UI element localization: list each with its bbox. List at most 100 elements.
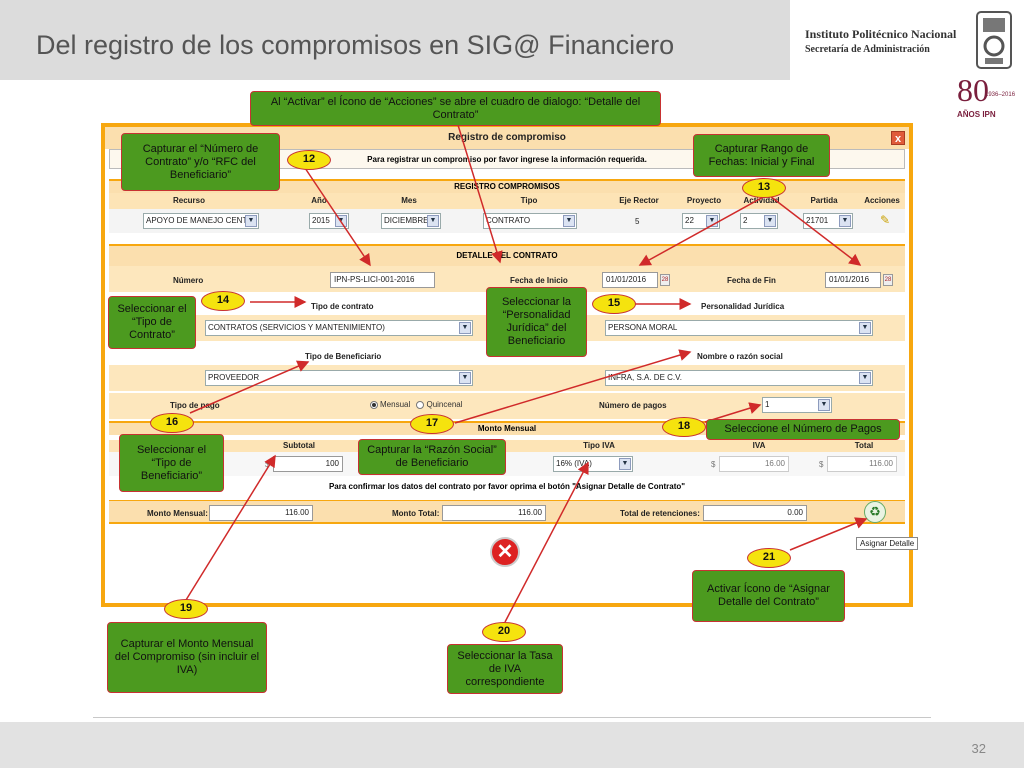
- institute-name: Instituto Politécnico Nacional Secretarí…: [805, 27, 956, 55]
- monto-mensual-input: 116.00: [209, 505, 313, 521]
- tipo-beneficiario-value: PROVEEDOR: [208, 373, 260, 382]
- razon-social-label: Nombre o razón social: [697, 352, 783, 361]
- col-total: Total: [854, 441, 874, 450]
- tipo-select[interactable]: CONTRATO ▼: [483, 213, 577, 229]
- anniversary-number: 80: [957, 72, 989, 108]
- assign-tooltip: Asignar Detalle: [856, 537, 919, 550]
- step-number-12: 12: [287, 150, 331, 170]
- step-number-14: 14: [201, 291, 245, 311]
- partida-value: 21701: [806, 216, 829, 225]
- callout-16: Seleccionar el “Tipo de Beneficiario”: [119, 434, 224, 492]
- tipo-value: CONTRATO: [486, 216, 531, 225]
- radio-mensual[interactable]: [370, 400, 378, 409]
- retenciones-input: 0.00: [703, 505, 807, 521]
- tipo-contrato-value: CONTRATOS (SERVICIOS Y MANTENIMIENTO): [208, 323, 385, 332]
- proyecto-select[interactable]: 22▼: [682, 213, 720, 229]
- tipo-beneficiario-select[interactable]: PROVEEDOR ▼: [205, 370, 473, 386]
- callout-18: Seleccione el Número de Pagos: [706, 419, 900, 440]
- personalidad-select[interactable]: PERSONA MORAL▼: [605, 320, 873, 336]
- step-number-18: 18: [662, 417, 706, 437]
- radio-mensual-label: Mensual: [380, 400, 411, 409]
- mes-select[interactable]: DICIEMBRE▼: [381, 213, 441, 229]
- footer: [0, 722, 1024, 768]
- personalidad-label: Personalidad Jurídica: [701, 302, 785, 311]
- fecha-inicio-input[interactable]: 01/01/2016: [602, 272, 658, 288]
- step-number-17: 17: [410, 414, 454, 434]
- callout-19: Capturar el Monto Mensual del Compromiso…: [107, 622, 267, 693]
- partida-select[interactable]: 21701▼: [803, 213, 853, 229]
- tipo-contrato-select[interactable]: CONTRATOS (SERVICIOS Y MANTENIMIENTO) ▼: [205, 320, 473, 336]
- anio-value: 2015: [312, 216, 330, 225]
- radio-quincenal-label: Quincenal: [426, 400, 463, 409]
- radio-quincenal[interactable]: [416, 400, 425, 409]
- callout-15: Seleccionar la “Personalidad Jurídica” d…: [486, 287, 587, 357]
- anniversary-label: AÑOS IPN: [957, 110, 996, 119]
- callout-top: Al “Activar” el Ícono de “Acciones” se a…: [250, 91, 661, 126]
- callout-20: Seleccionar la Tasa de IVA correspondien…: [447, 644, 563, 694]
- tipo-beneficiario-label: Tipo de Beneficiario: [305, 352, 382, 361]
- actividad-select[interactable]: 2▼: [740, 213, 778, 229]
- monto-total-label: Monto Total:: [392, 509, 440, 518]
- step-number-20: 20: [482, 622, 526, 642]
- close-icon[interactable]: x: [891, 131, 905, 145]
- col-partida: Partida: [810, 196, 838, 205]
- calendar-icon[interactable]: 28: [660, 274, 670, 286]
- currency-symbol: $: [265, 460, 270, 469]
- registro-compromiso-dialog: Registro de compromiso x Para registrar …: [101, 123, 913, 607]
- registro-columns: Recurso Año Mes Tipo Eje Rector Proyecto…: [109, 193, 905, 209]
- fecha-fin-input[interactable]: 01/01/2016: [825, 272, 881, 288]
- tipo-contrato-label: Tipo de contrato: [311, 302, 374, 311]
- detalle-header: DETALLE DEL CONTRATO: [109, 244, 905, 266]
- numero-pagos-select[interactable]: 1▼: [762, 397, 832, 413]
- callout-12: Capturar el “Número de Contrato” y/o “RF…: [121, 133, 280, 191]
- col-tipo-iva: Tipo IVA: [583, 441, 615, 450]
- footer-divider: [93, 717, 931, 718]
- col-recurso: Recurso: [172, 196, 205, 205]
- numero-label: Número: [173, 276, 204, 285]
- step-number-16: 16: [150, 413, 194, 433]
- anniversary-years: 1936–2016: [985, 92, 1016, 98]
- iva-value: 16.00: [719, 456, 789, 472]
- chevron-down-icon: ▼: [859, 372, 871, 384]
- subtotal-input[interactable]: 100: [273, 456, 343, 472]
- chevron-down-icon: ▼: [459, 322, 471, 334]
- step-number-15: 15: [592, 294, 636, 314]
- monto-total-input: 116.00: [442, 505, 546, 521]
- retenciones-label: Total de retenciones:: [620, 509, 700, 518]
- chevron-down-icon: ▼: [563, 215, 575, 227]
- col-tipo: Tipo: [520, 196, 538, 205]
- page-number: 32: [971, 741, 986, 756]
- tipo-pago-radios: Mensual Quincenal: [370, 400, 463, 409]
- tipo-iva-select[interactable]: 16% (IVA) ▼: [553, 456, 633, 472]
- totals-row: Monto Mensual: 116.00 Monto Total: 116.0…: [109, 500, 905, 524]
- dialog-body: Registro de compromiso x Para registrar …: [105, 127, 909, 603]
- col-subtotal: Subtotal: [283, 441, 315, 450]
- numero-pagos-value: 1: [765, 400, 770, 409]
- razon-social-value: INFRA, S.A. DE C.V.: [608, 373, 682, 382]
- recurso-select[interactable]: APOYO DE MANEJO CENTR▼: [143, 213, 259, 229]
- chevron-down-icon: ▼: [818, 399, 830, 411]
- mes-value: DICIEMBRE: [384, 216, 429, 225]
- razon-social-select[interactable]: INFRA, S.A. DE C.V. ▼: [605, 370, 873, 386]
- edit-pencil-icon[interactable]: ✎: [879, 213, 891, 227]
- institute-line1: Instituto Politécnico Nacional: [805, 27, 957, 41]
- monto-columns: Subtotal Tipo IVA IVA Total: [109, 440, 905, 452]
- step-number-13: 13: [742, 178, 786, 198]
- calendar-icon[interactable]: 28: [883, 274, 893, 286]
- chevron-down-icon: ▼: [706, 215, 718, 227]
- anio-select[interactable]: 2015▼: [309, 213, 349, 229]
- recycle-icon[interactable]: ♻: [864, 501, 886, 523]
- numero-input[interactable]: IPN-PS-LICI-001-2016: [330, 272, 435, 288]
- currency-symbol: $: [819, 460, 824, 469]
- tipo-iva-value: 16% (IVA): [556, 459, 592, 468]
- chevron-down-icon: ▼: [619, 458, 631, 470]
- cancel-icon[interactable]: ✕: [490, 537, 520, 567]
- col-acciones: Acciones: [864, 196, 900, 205]
- anniversary-logo: 80 1936–2016 AÑOS IPN: [955, 72, 1020, 122]
- monto-mensual-label: Monto Mensual:: [147, 509, 208, 518]
- chevron-down-icon: ▼: [459, 372, 471, 384]
- tipo-pago-label: Tipo de pago: [170, 401, 220, 410]
- col-eje-rector: Eje Rector: [619, 196, 659, 205]
- confirm-message: Para confirmar los datos del contrato po…: [328, 482, 686, 491]
